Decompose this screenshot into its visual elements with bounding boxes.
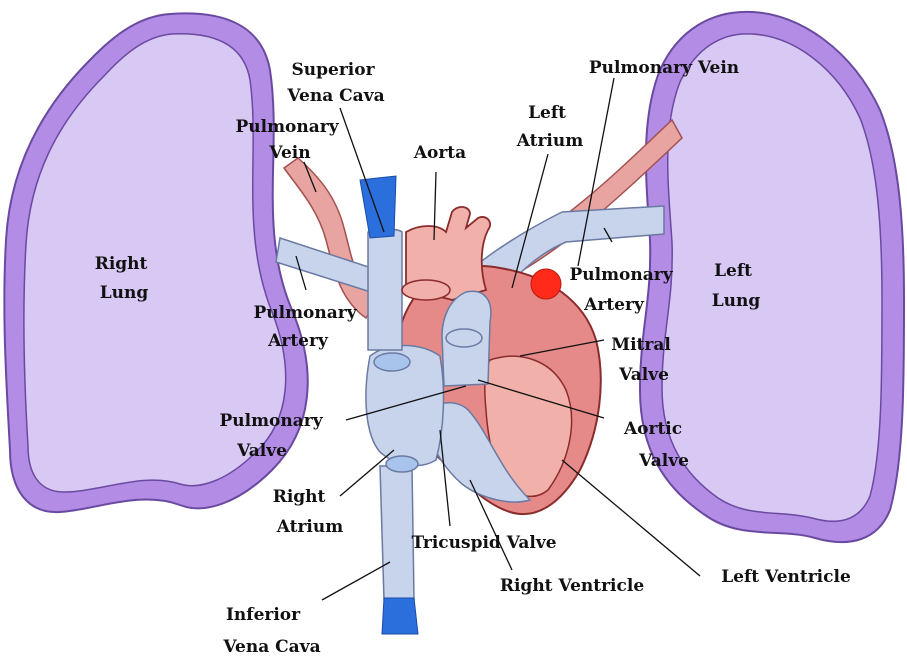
right-atrium-valve-shape xyxy=(386,456,418,472)
left-lung-inner xyxy=(662,34,882,522)
label-left-atrium: Left Atrium xyxy=(516,103,584,151)
inferior-vena-cava-tube xyxy=(380,466,414,605)
label-right-ventricle: Right Ventricle xyxy=(500,576,644,596)
leader-left-atrium xyxy=(512,154,548,288)
svc-cap xyxy=(360,176,396,238)
aortic-arch-ring xyxy=(402,280,450,300)
pulmonary-valve-shape xyxy=(446,329,482,347)
label-inferior-vena-cava: Inferior Vena Cava xyxy=(222,605,320,657)
label-aorta: Aorta xyxy=(413,143,466,163)
label-left-ventricle: Left Ventricle xyxy=(721,567,851,587)
label-pulmonary-vein-left: Pulmonary Vein xyxy=(589,58,739,78)
ivc-cap xyxy=(382,598,418,634)
label-tricuspid-valve: Tricuspid Valve xyxy=(411,533,556,553)
tricuspid-valve-shape xyxy=(374,353,410,371)
leader-superior-vena-cava xyxy=(340,108,384,232)
pulmonary-artery-cap xyxy=(531,269,561,299)
superior-vena-cava-tube xyxy=(368,229,402,350)
label-right-atrium: Right Atrium xyxy=(273,487,344,537)
label-superior-vena-cava: Superior Vena Cava xyxy=(286,60,384,106)
leader-inferior-vena-cava xyxy=(322,562,390,600)
